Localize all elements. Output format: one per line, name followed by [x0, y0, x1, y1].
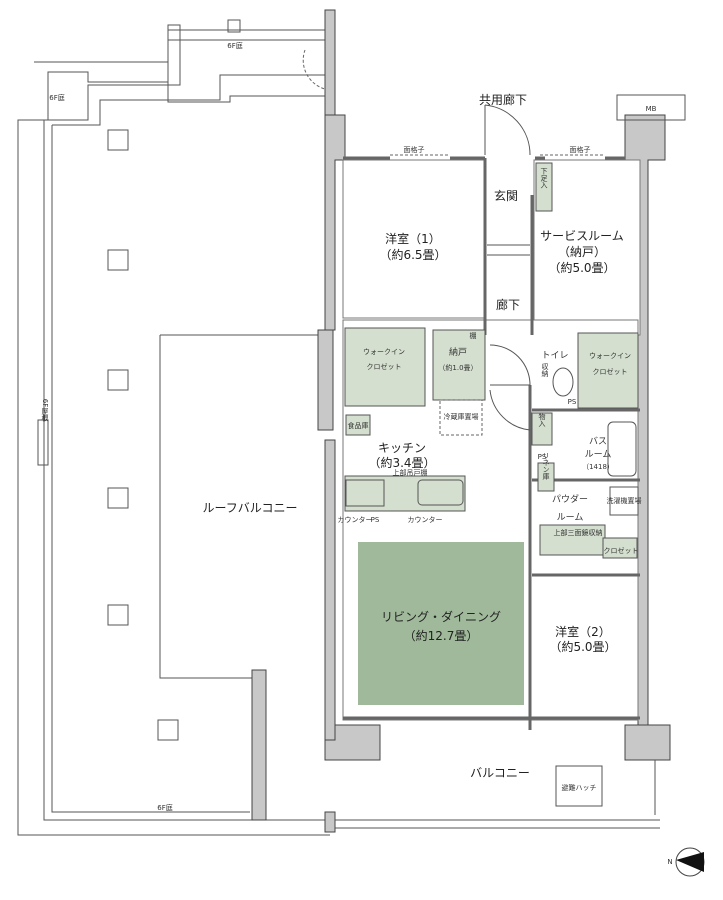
western2-size: （約5.0畳）	[549, 639, 616, 654]
front-door-swing	[484, 104, 531, 156]
bathtub	[607, 421, 637, 477]
grille-label: 面格子	[404, 145, 425, 154]
mirror-label: 上部三面鏡収納	[554, 528, 603, 537]
roof-terrace-outline	[17, 19, 331, 836]
bath-line2: ルーム	[585, 449, 612, 460]
storage-size: （約1.0畳）	[438, 363, 477, 372]
roof-skylights	[107, 129, 179, 741]
hatch-label: 避難ハッチ	[562, 783, 597, 792]
shoe-box	[535, 162, 553, 212]
shoe-box-label: 下足入	[540, 168, 548, 189]
wic1-line1: ウォークイン	[363, 348, 405, 356]
garden-bottom-label: 6F庭	[157, 803, 172, 812]
bath-size: （1418）	[582, 463, 614, 471]
living-dining-floor	[358, 542, 524, 705]
living-size: （約12.7畳）	[404, 628, 479, 643]
service-room-sub: （納戸）	[558, 245, 606, 259]
closet-small-label: 物入	[538, 412, 546, 427]
western1-size: （約6.5畳）	[379, 247, 446, 262]
washer-space	[609, 486, 639, 516]
mb-label: MB	[646, 105, 657, 113]
service-room-size: （約5.0畳）	[548, 260, 615, 275]
cabinet-label: 上部吊戸棚	[393, 468, 428, 477]
wic2-line2: クロゼット	[593, 367, 628, 376]
service-room-name: サービスルーム	[540, 229, 624, 243]
powder-line1: パウダー	[552, 493, 588, 505]
fridge-label: 冷蔵庫置場	[444, 412, 479, 421]
roof-label: 6F屋根	[41, 399, 49, 423]
pantry-label: 食品庫	[348, 421, 369, 430]
kitchen-name: キッチン	[378, 441, 426, 455]
wic1-line2: クロゼット	[367, 362, 402, 371]
mb-box	[616, 94, 686, 121]
entrance-label: 玄関	[494, 188, 518, 203]
counter-left-label: カウンター	[338, 515, 373, 524]
kitchen-sink	[417, 479, 464, 506]
evacuation-hatch	[555, 765, 603, 807]
kitchen-size: （約3.4畳）	[368, 455, 435, 470]
garden-left-label: 6F庭	[49, 93, 64, 102]
fridge-space	[439, 399, 483, 436]
western2-name: 洋室（2）	[555, 624, 611, 639]
compass-label: N	[667, 858, 672, 866]
powder-line2: ルーム	[557, 512, 584, 523]
structural-walls	[317, 9, 671, 833]
closet-small	[531, 412, 553, 446]
shelf-label: 棚	[470, 331, 477, 340]
door-swing	[489, 389, 531, 431]
garden-top-label: 6F庭	[227, 41, 242, 50]
grille-label: 面格子	[570, 145, 591, 154]
walk-in-closet-2	[577, 332, 639, 409]
wic2-line1: ウォークイン	[589, 352, 631, 360]
linen-closet	[537, 462, 555, 492]
washer-label: 洗濯機置場	[607, 496, 642, 505]
ps-toilet-label: PS	[568, 398, 577, 406]
corridor-label: 共用廊下	[479, 92, 527, 107]
ps-bath-label: PS	[538, 453, 547, 461]
balcony-wall	[251, 669, 267, 821]
counter-right-label: カウンター	[408, 515, 443, 524]
living-name: リビング・ダイニング	[381, 609, 501, 624]
pantry	[345, 414, 371, 436]
balcony-label: バルコニー	[470, 766, 530, 780]
toilet-fixture	[552, 367, 574, 397]
linen-label: リネン庫	[542, 452, 550, 481]
storage-room	[432, 329, 486, 401]
balcony-rail	[335, 760, 660, 829]
bath-line1: バス	[589, 436, 607, 447]
walk-in-closet-1	[344, 327, 426, 407]
storage-name: 納戸	[449, 346, 467, 358]
roof-balcony-label: ルーフバルコニー	[202, 501, 297, 515]
terrace-door-swing	[302, 49, 331, 91]
stove	[345, 479, 385, 507]
toilet-label: トイレ	[541, 351, 568, 361]
north-compass-icon: N	[667, 847, 705, 877]
powder-closet-label: クロゼット	[604, 546, 639, 555]
ps-kitchen-label: PS	[371, 516, 380, 524]
toilet-storage-label: 収納	[541, 363, 549, 378]
western1-name: 洋室（1）	[385, 231, 441, 246]
door-swing	[489, 344, 531, 386]
powder-closet	[602, 537, 638, 559]
hallway-label: 廊下	[496, 297, 520, 312]
